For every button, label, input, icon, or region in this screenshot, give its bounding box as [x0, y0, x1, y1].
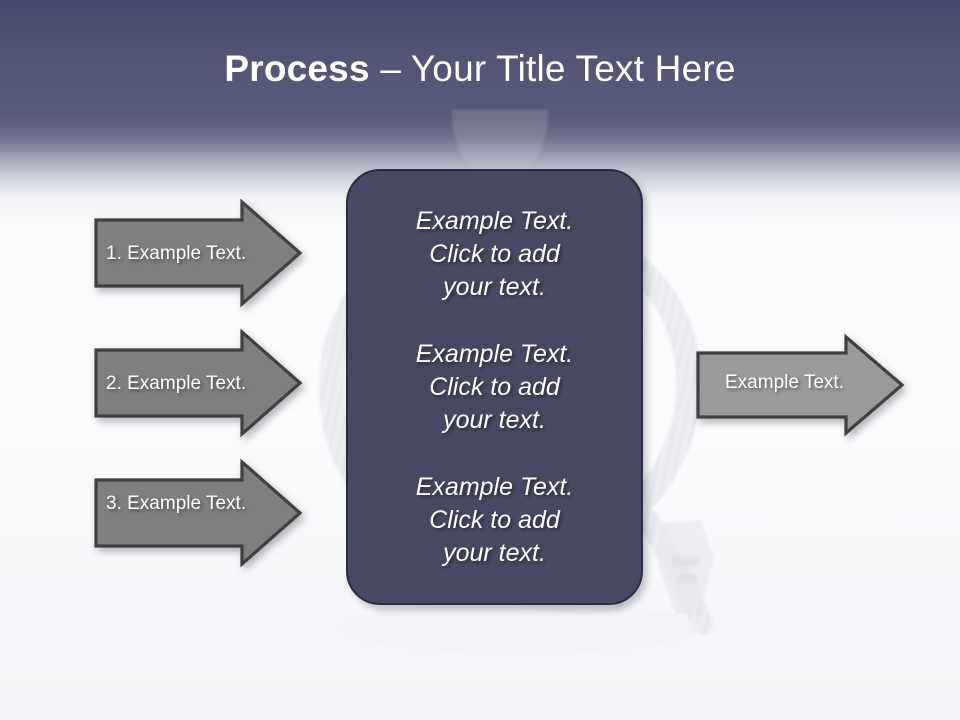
- center-text-block-3: Example Text. Click to add your text.: [370, 471, 619, 570]
- center-text-block-2-line-3: your text.: [443, 405, 546, 434]
- input-arrow-1[interactable]: [92, 198, 304, 308]
- output-arrow[interactable]: [694, 333, 906, 437]
- center-text-block-1-line-2: Click to add: [429, 239, 560, 268]
- center-text-block-2-line-2: Click to add: [429, 372, 560, 401]
- arrow-shape-right-pointing: [94, 198, 303, 308]
- center-text-block-3-line-2: Click to add: [429, 505, 560, 534]
- arrow-shape-right-pointing: [696, 333, 905, 437]
- slide-title-rest: – Your Title Text Here: [369, 48, 736, 89]
- input-arrow-2[interactable]: [92, 328, 304, 438]
- center-text-block-1-line-3: your text.: [443, 272, 546, 301]
- center-text-block-3-line-1: Example Text.: [415, 472, 574, 501]
- center-text-block-2-line-1: Example Text.: [415, 339, 574, 368]
- slide-title: Process – Your Title Text Here: [0, 46, 960, 92]
- center-process-panel[interactable]: Example Text. Click to add your text. Ex…: [346, 169, 643, 605]
- arrow-shape-right-pointing: [94, 328, 303, 438]
- arrow-shape-right-pointing: [94, 458, 303, 568]
- input-arrow-3[interactable]: [92, 458, 304, 568]
- center-text-block-2: Example Text. Click to add your text.: [370, 338, 619, 437]
- center-text-block-3-line-3: your text.: [443, 538, 546, 567]
- slide-title-bold: Process: [224, 48, 370, 89]
- center-text-block-1: Example Text. Click to add your text.: [370, 205, 619, 304]
- center-text-block-1-line-1: Example Text.: [415, 206, 574, 235]
